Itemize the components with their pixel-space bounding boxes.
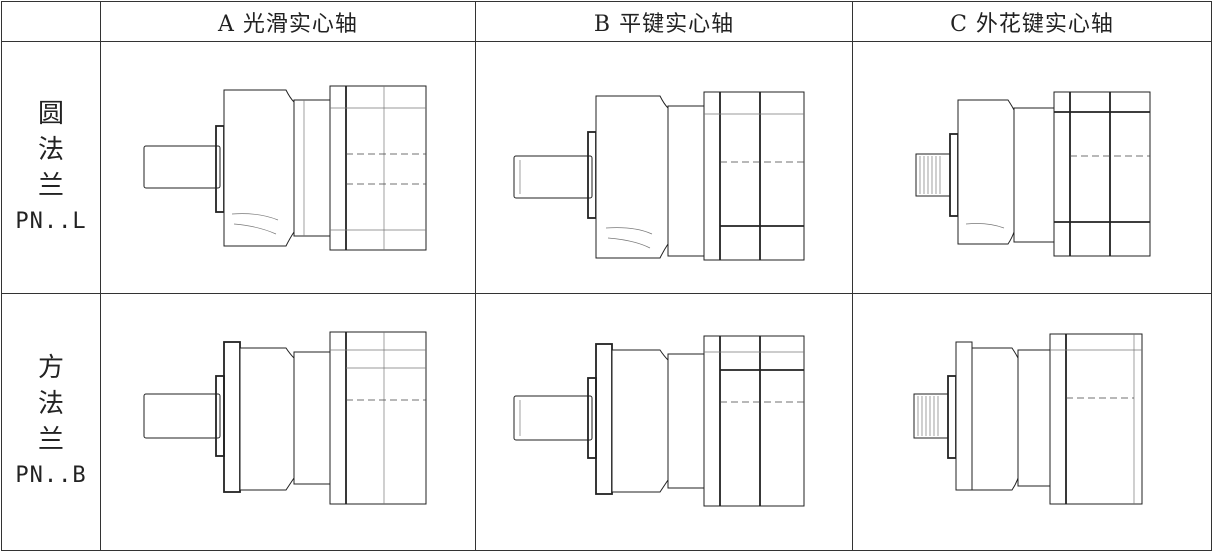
drawing-square-keyed: [475, 293, 853, 551]
row-label-char: 法: [37, 134, 64, 165]
gearbox-drawing-square-keyed-shaft: [513, 335, 805, 507]
gearbox-drawing-round-keyed-shaft: [513, 91, 805, 260]
header-keyed-shaft: B 平键实心轴: [475, 1, 853, 42]
drawing-round-spline: [852, 41, 1212, 294]
row-label-round-flange: 圆 法 兰 PN..L: [1, 41, 101, 294]
row-label-char: 方: [37, 353, 64, 383]
header-smooth-shaft: A 光滑实心轴: [100, 1, 476, 42]
row-square-flange: 方 法 兰 PN..B: [1, 293, 1212, 551]
row-label-char: 法: [37, 389, 64, 419]
gearbox-drawing-square-spline-shaft: [913, 333, 1143, 505]
row-label-square-flange: 方 法 兰 PN..B: [1, 293, 101, 551]
drawing-round-keyed: [475, 41, 853, 294]
header-row: A 光滑实心轴 B 平键实心轴 C 外花键实心轴: [1, 1, 1212, 42]
drawing-square-smooth: [100, 293, 476, 551]
row-label-code: PN..L: [15, 208, 87, 234]
gearbox-drawing-round-spline-shaft: [915, 91, 1151, 256]
row-label-char: 圆: [37, 98, 64, 129]
drawing-square-spline: [852, 293, 1212, 551]
row-label-char: 兰: [37, 425, 64, 455]
corner-cell: [1, 1, 101, 42]
header-spline-shaft: C 外花键实心轴: [852, 1, 1212, 42]
gearbox-drawing-square-smooth-shaft: [143, 331, 427, 505]
drawing-round-smooth: [100, 41, 476, 294]
row-label-code: PN..B: [15, 463, 87, 488]
gearbox-drawing-round-smooth-shaft: [143, 85, 427, 250]
row-label-char: 兰: [37, 170, 64, 201]
row-round-flange: 圆 法 兰 PN..L: [1, 41, 1212, 294]
